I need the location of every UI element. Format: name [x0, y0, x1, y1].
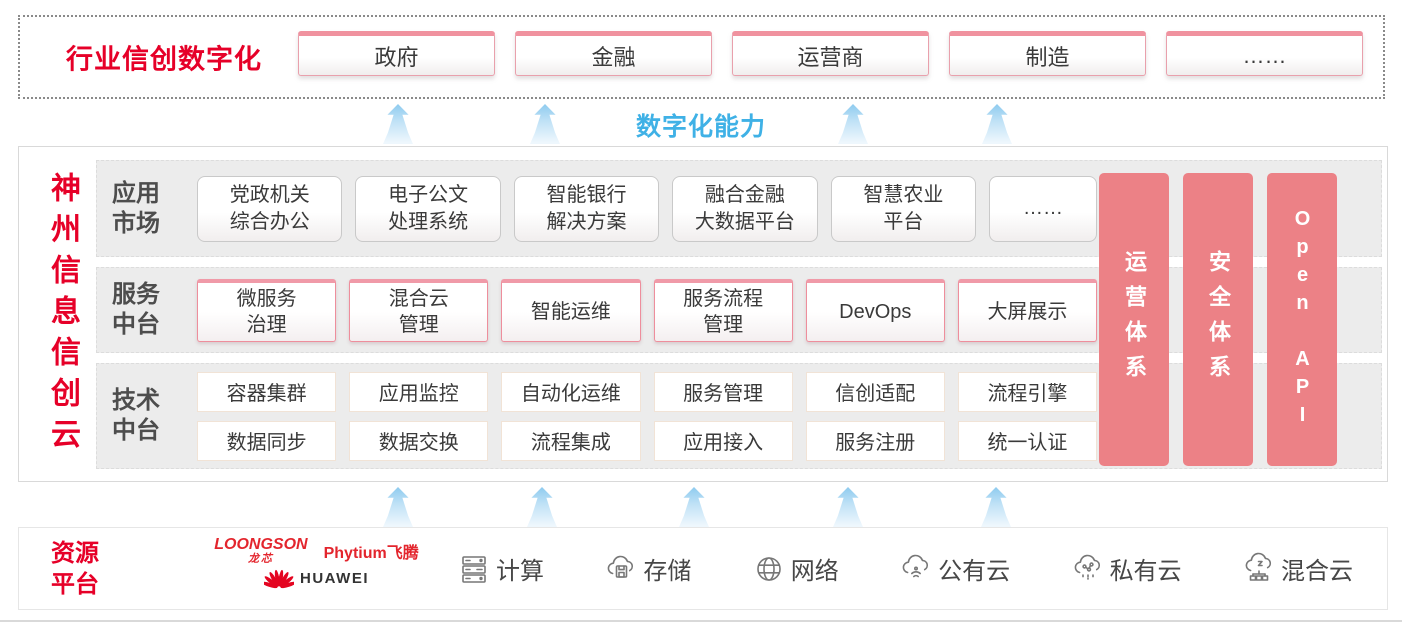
- up-arrow-icon: [679, 487, 709, 527]
- tech-box: 数据同步: [197, 420, 337, 461]
- tech-box: 数据交换: [349, 420, 489, 461]
- tech-box: 统一认证: [957, 420, 1098, 461]
- industry-box-more: ……: [1166, 31, 1363, 76]
- resource-platform-panel: 资源 平台 LOONGSON 龙芯 Phytium飞腾: [18, 527, 1388, 610]
- app-box: 融合金融 大数据平台: [672, 175, 818, 242]
- resource-item-compute: 计算: [457, 551, 544, 586]
- tech-box: 自动化运维: [501, 371, 641, 412]
- industry-box-government: 政府: [298, 31, 495, 76]
- tech-box-line: 容器集群 应用监控 自动化运维 服务管理 信创适配 流程引擎: [197, 371, 1098, 412]
- resource-panel-title: 资源 平台: [51, 539, 99, 598]
- service-box: 服务流程 管理: [653, 278, 793, 342]
- pillar-security: 安全体系: [1183, 173, 1253, 466]
- resource-item-hybrid-cloud: 混合云: [1242, 551, 1353, 586]
- loongson-logo: LOONGSON 龙芯: [214, 537, 307, 565]
- private-cloud-icon: [1074, 554, 1100, 580]
- up-arrow-icon: [527, 487, 557, 527]
- capability-strip: 数字化能力: [0, 101, 1402, 145]
- tech-box: 服务管理: [653, 371, 793, 412]
- huawei-logo: HUAWEI: [194, 567, 439, 589]
- service-platform-label: 服务 中台: [112, 281, 160, 338]
- resource-item-label: 网络: [790, 558, 839, 585]
- service-box: 大屏展示: [957, 278, 1098, 342]
- up-arrow-icon: [833, 487, 863, 527]
- pillar-list: 运营体系 安全体系 Open API: [1099, 173, 1337, 466]
- resource-item-label: 存储: [643, 558, 692, 585]
- industry-digitalization-panel: 行业信创数字化 政府 金融 运营商 制造 ……: [18, 15, 1385, 99]
- industry-box-list: 政府 金融 运营商 制造 ……: [298, 31, 1363, 76]
- public-cloud-icon: [902, 554, 929, 577]
- network-globe-icon: [756, 556, 781, 581]
- app-box: 智能银行 解决方案: [513, 175, 660, 242]
- app-box-more: ……: [989, 175, 1098, 242]
- xinchuang-cloud-panel: 神州信息信创云 应用 市场 党政机关 综合办公 电子公文 处理系统 智能银行 解…: [18, 146, 1388, 482]
- vendor-logo-block: LOONGSON 龙芯 Phytium飞腾 HUAWEI: [194, 537, 439, 589]
- tech-box-line: 数据同步 数据交换 流程集成 应用接入 服务注册 统一认证: [197, 420, 1098, 461]
- huawei-logo-text: HUAWEI: [300, 569, 369, 587]
- industry-box-manufacturing: 制造: [949, 31, 1146, 76]
- service-box: 微服务 治理: [197, 278, 337, 342]
- storage-cloud-icon: [608, 555, 634, 578]
- loongson-logo-zh: 龙芯: [247, 553, 274, 565]
- up-arrow-icon: [383, 487, 413, 527]
- hybrid-cloud-icon: [1245, 552, 1271, 581]
- resource-item-label: 私有云: [1109, 558, 1182, 585]
- phytium-logo: Phytium飞腾: [323, 545, 419, 562]
- resource-item-network: 网络: [752, 551, 839, 586]
- loongson-logo-text: LOONGSON: [214, 536, 308, 553]
- service-box: 混合云 管理: [349, 278, 489, 342]
- industry-box-finance: 金融: [515, 31, 712, 76]
- resource-item-public-cloud: 公有云: [899, 551, 1010, 586]
- service-box: DevOps: [805, 278, 945, 342]
- up-arrow-icon: [981, 487, 1011, 527]
- tech-platform-label: 技术 中台: [112, 387, 160, 444]
- tech-box: 应用接入: [653, 420, 793, 461]
- cloud-side-title: 神州信息信创云: [46, 171, 79, 459]
- tech-platform-row: 技术 中台 容器集群 应用监控 自动化运维 服务管理 信创适配 流程引擎 数据同…: [96, 363, 1382, 469]
- app-box-list: 党政机关 综合办公 电子公文 处理系统 智能银行 解决方案 融合金融 大数据平台…: [197, 175, 1098, 242]
- resource-item-list: 计算 存储 网络: [457, 528, 1353, 609]
- industry-box-telecom: 运营商: [732, 31, 929, 76]
- industry-panel-title: 行业信创数字化: [66, 44, 262, 75]
- app-market-label: 应用 市场: [112, 179, 160, 237]
- tech-box-grid: 容器集群 应用监控 自动化运维 服务管理 信创适配 流程引擎 数据同步 数据交换…: [197, 371, 1098, 461]
- resource-arrow-strip: [0, 486, 1402, 527]
- resource-item-label: 公有云: [938, 558, 1011, 585]
- app-box: 党政机关 综合办公: [197, 175, 343, 242]
- resource-item-label: 混合云: [1280, 558, 1353, 585]
- huawei-flower-icon: [264, 569, 294, 589]
- pillar-open-api: Open API: [1267, 173, 1337, 466]
- app-box: 智慧农业 平台: [830, 175, 977, 242]
- app-box: 电子公文 处理系统: [355, 175, 501, 242]
- capability-label: 数字化能力: [635, 113, 766, 141]
- compute-server-icon: [462, 555, 486, 583]
- resource-item-storage: 存储: [604, 551, 691, 586]
- tech-box: 信创适配: [805, 371, 945, 412]
- tech-box: 流程集成: [501, 420, 641, 461]
- tech-box: 应用监控: [349, 371, 489, 412]
- bottom-divider: [0, 620, 1402, 622]
- tech-box: 容器集群: [197, 371, 337, 412]
- tech-box: 流程引擎: [957, 371, 1098, 412]
- resource-item-label: 计算: [496, 558, 544, 585]
- pillar-operations: 运营体系: [1099, 173, 1169, 466]
- service-box: 智能运维: [501, 278, 641, 342]
- tech-box: 服务注册: [805, 420, 945, 461]
- service-box-list: 微服务 治理 混合云 管理 智能运维 服务流程 管理 DevOps 大屏展示: [197, 278, 1098, 342]
- resource-item-private-cloud: 私有云: [1071, 551, 1182, 586]
